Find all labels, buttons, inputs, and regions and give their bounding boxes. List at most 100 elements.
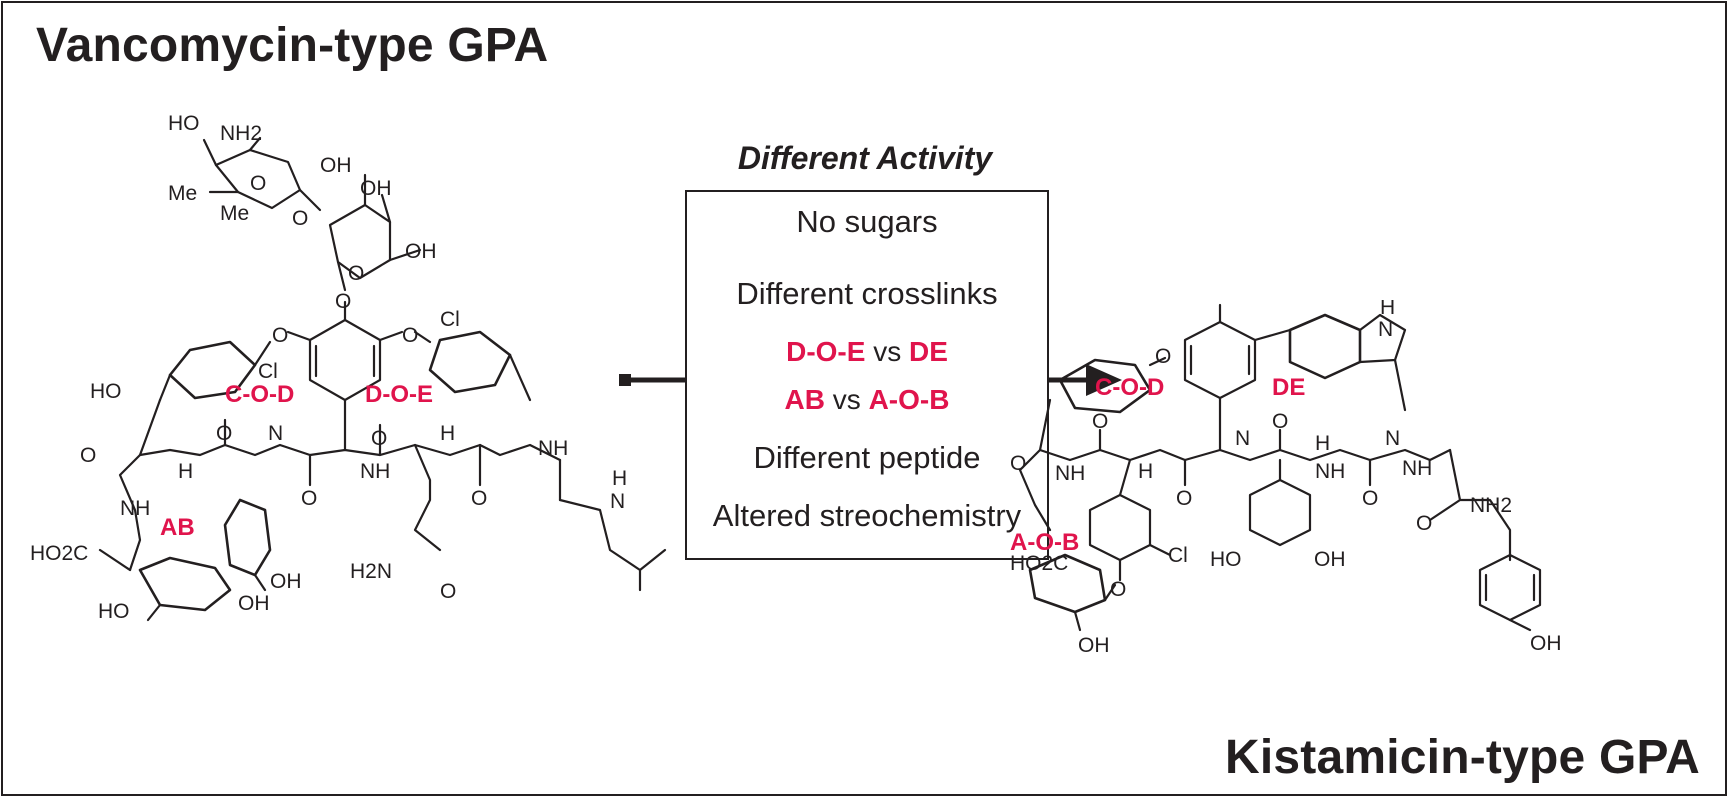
atom-label: NH	[1402, 457, 1432, 480]
atom-label: H	[612, 467, 627, 490]
ring-label-ab: AB	[160, 514, 195, 541]
atom-label: O	[371, 427, 387, 450]
atom-label: HO2C	[1010, 552, 1068, 575]
ring-e	[428, 330, 512, 394]
k-bond	[1393, 358, 1407, 412]
atom-label: O	[80, 444, 96, 467]
atom-label: OH	[270, 570, 302, 593]
atom-label: H	[440, 422, 455, 445]
crosslinks-text: Different crosslinks	[736, 276, 998, 311]
atom-label: O	[301, 487, 317, 510]
atom-label: Cl	[440, 308, 460, 331]
atom-label: O	[216, 422, 232, 445]
comparison-heading: Different Activity	[737, 140, 993, 176]
atom-label: NH	[538, 437, 568, 460]
ring-c-bond	[253, 340, 272, 367]
k-bond	[1073, 610, 1082, 632]
ring-label-doe: D-O-E	[365, 381, 433, 408]
leucine-chain	[558, 498, 667, 592]
atom-label: HO2C	[30, 542, 88, 565]
atom-label: H	[1315, 432, 1330, 455]
k-ring-b	[1088, 493, 1152, 562]
k-indole-benzene	[1288, 313, 1362, 380]
atom-label: O	[348, 262, 364, 285]
atom-label: H	[1380, 300, 1395, 319]
ring-label-cod: C-O-D	[225, 381, 294, 408]
sugar-bond	[248, 136, 262, 152]
backbone-left	[118, 398, 162, 572]
atom-label: N	[1235, 427, 1250, 450]
asparagine-chain	[413, 443, 442, 552]
atom-label: NH	[1055, 462, 1085, 485]
atom-label: O	[1110, 578, 1126, 601]
comparison-box: No sugars Different crosslinks D-O-E vs …	[685, 190, 1049, 560]
atom-label: HO	[98, 600, 130, 623]
atom-label: O	[1362, 487, 1378, 510]
atom-label: O	[250, 172, 266, 195]
atom-label: O	[471, 487, 487, 510]
atom-label: NH	[120, 497, 150, 520]
sugar-bond	[202, 138, 218, 167]
kistamicin-title: Kistamicin-type GPA	[1224, 731, 1700, 784]
atom-label: OH	[1314, 548, 1346, 571]
k-bond	[1148, 356, 1167, 367]
kistamicin-atom-labels: OH H N O O O O O O O NH H N NH H N NH NH…	[1010, 300, 1562, 657]
atom-label: O	[1010, 452, 1026, 475]
crosslink-aob: A-O-B	[868, 384, 950, 415]
ring-a	[138, 556, 232, 612]
stereo-text: Altered streochemistry	[712, 498, 1022, 533]
vancomycin-title: Vancomycin-type GPA	[36, 19, 549, 72]
ring-label-aob: A-O-B	[1010, 529, 1079, 556]
k-backbone-left	[1018, 398, 1052, 532]
sugar-bond	[380, 193, 392, 224]
atom-label: NH2	[220, 122, 262, 145]
atom-label: HO	[90, 380, 122, 403]
atom-label: O	[440, 580, 456, 603]
atom-label: OH	[320, 154, 352, 177]
atom-label: OH	[238, 592, 270, 615]
atom-label: Me	[168, 182, 197, 205]
ring-label-cod: C-O-D	[1095, 374, 1164, 401]
k-ring-d	[1183, 320, 1257, 400]
ring-label-de: DE	[1272, 374, 1305, 401]
atom-label: N	[268, 422, 283, 445]
ring-a-bond	[98, 548, 132, 572]
k-bond	[1103, 583, 1117, 602]
k-tyr-chain	[1428, 448, 1512, 562]
sugar-bond	[298, 188, 322, 212]
atom-label: N	[1385, 427, 1400, 450]
atom-label: HO	[1210, 548, 1242, 571]
atom-label: H	[1138, 460, 1153, 483]
transformation-arrow	[619, 364, 1122, 396]
no-sugars-text: No sugars	[796, 204, 938, 239]
k-backbone-main	[1038, 448, 1452, 462]
atom-label: OH	[360, 177, 392, 200]
atom-label: O	[1416, 512, 1432, 535]
kistamicin-structure: OH H N O O O O O O O NH H N NH H N NH NH…	[1010, 300, 1562, 657]
atom-label: HO	[168, 112, 200, 135]
crosslink-de: DE	[908, 336, 948, 367]
atom-label: Cl	[258, 360, 278, 383]
k-ring-c	[1058, 358, 1152, 414]
atom-label: N	[610, 490, 625, 513]
atom-label: OH	[405, 240, 437, 263]
atom-label: O	[1092, 410, 1108, 433]
k-tyrosine	[1478, 553, 1542, 622]
crosslink-row-2: AB vs A-O-B	[687, 384, 1047, 416]
k-bond	[1148, 543, 1172, 557]
ring-b	[223, 498, 272, 577]
atom-label: O	[1155, 345, 1171, 368]
backbone-main	[138, 443, 562, 462]
ring-e-bond	[508, 353, 532, 402]
arrowhead-icon	[1086, 364, 1122, 396]
vancomycin-bonds	[98, 136, 667, 622]
atom-label: NH	[360, 460, 390, 483]
crosslink-row-1: D-O-E vs DE	[687, 336, 1047, 368]
peptide-text: Different peptide	[753, 440, 981, 475]
atom-label: O	[272, 324, 288, 347]
vancomycin-structure: HO NH2 Me O Me O OH OH OH O O O O Cl Cl …	[30, 112, 667, 623]
sugar-bond	[336, 260, 347, 292]
ring-d-bond	[378, 330, 404, 342]
ring-d-bond	[286, 330, 312, 342]
